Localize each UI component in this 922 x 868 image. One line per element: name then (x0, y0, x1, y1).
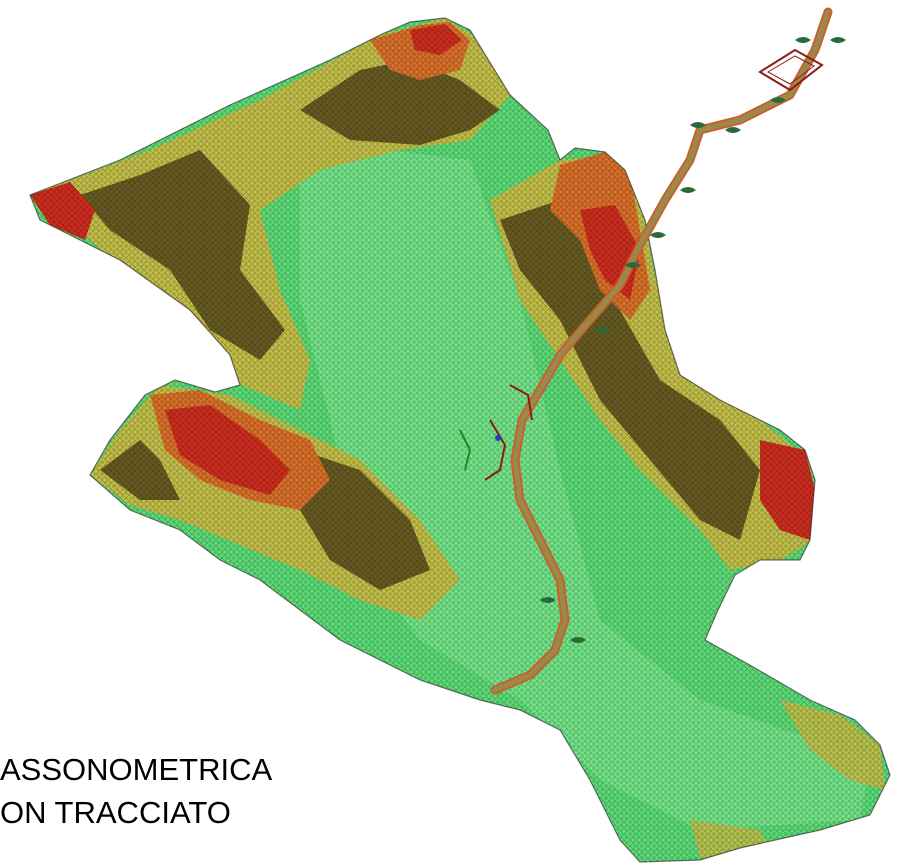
diamond-structure-icon (758, 48, 824, 92)
leaf-marker-icon (795, 37, 811, 43)
road-markers (540, 37, 846, 643)
caption-line-2: ON TRACCIATO (0, 795, 231, 830)
leaf-marker-icon (770, 97, 786, 103)
leaf-marker-icon (570, 637, 586, 643)
leaf-marker-icon (540, 597, 556, 603)
caption-line-1: ASSONOMETRICA (0, 752, 273, 787)
road-alignment (490, 7, 833, 695)
leaf-marker-icon (625, 262, 641, 268)
leaf-marker-icon (830, 37, 846, 43)
road-alignment-track (492, 9, 831, 693)
leaf-marker-icon (725, 127, 741, 133)
leaf-marker-icon (690, 122, 706, 128)
caption: ASSONOMETRICA ON TRACCIATO (0, 752, 330, 868)
leaf-marker-icon (595, 327, 611, 333)
interchange-detail (459, 384, 533, 481)
leaf-marker-icon (680, 187, 696, 193)
leaf-marker-icon (650, 232, 666, 238)
